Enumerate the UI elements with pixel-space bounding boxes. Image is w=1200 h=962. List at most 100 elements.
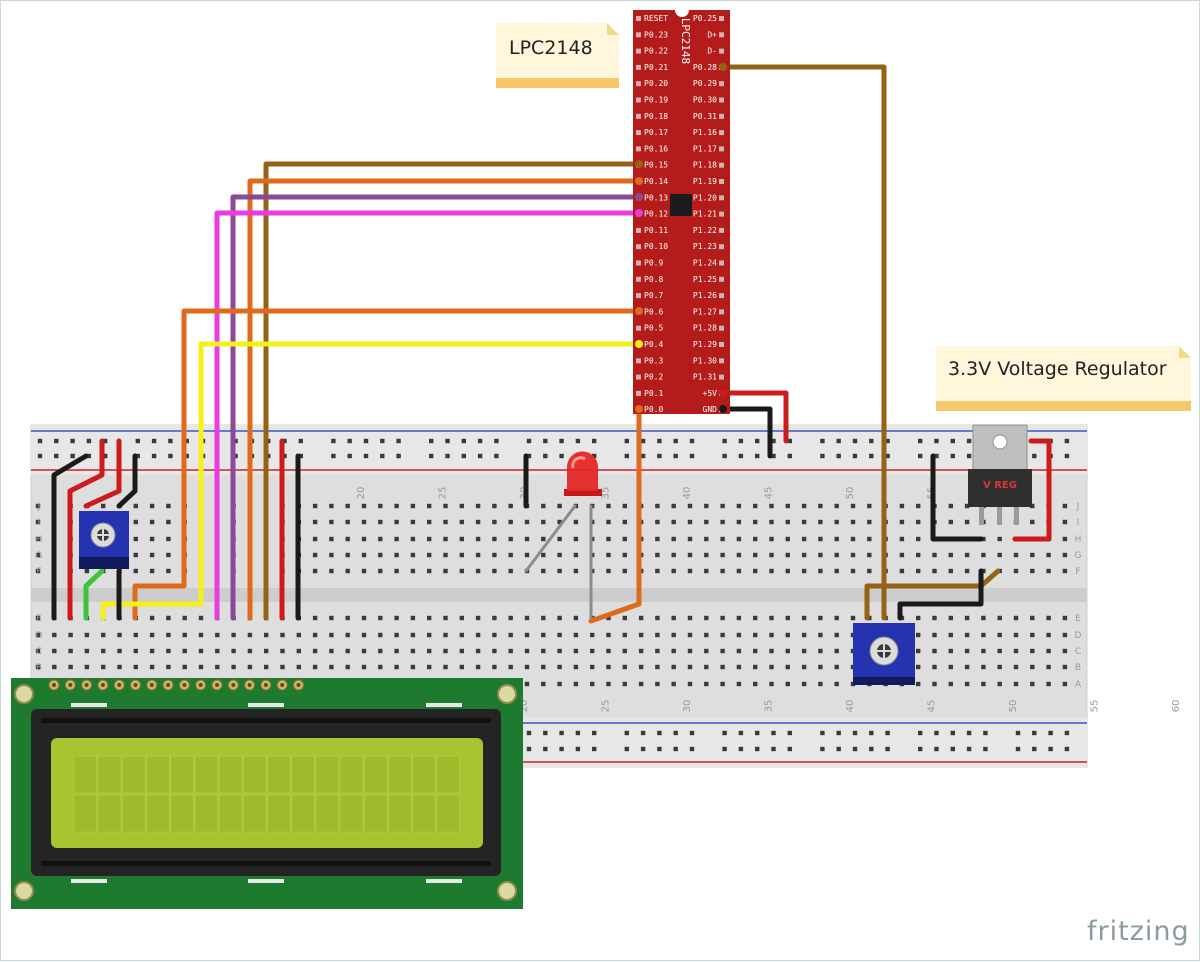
lpc-pin-pad	[719, 211, 724, 217]
bb-column-number-top: 50	[845, 487, 856, 500]
bb-hole	[361, 536, 367, 542]
bb-hole	[508, 568, 513, 574]
bb-hole	[687, 536, 693, 542]
bb-hole	[834, 503, 839, 509]
bb-hole	[475, 664, 481, 670]
bb-rail-hole	[771, 730, 776, 736]
lcd-clip-1	[71, 703, 107, 707]
bb-rail-hole	[918, 730, 923, 736]
bb-rail-hole	[380, 453, 385, 459]
bb-hole	[801, 536, 807, 542]
wire-p015-brown	[263, 161, 642, 621]
bb-hole	[916, 519, 921, 525]
lcd-char-cell	[315, 794, 340, 833]
bb-column-number-bottom: 50	[1008, 700, 1019, 713]
bb-hole	[932, 648, 937, 654]
bb-rail-hole	[331, 453, 336, 459]
bb-hole	[834, 536, 839, 542]
bb-hole	[1046, 552, 1051, 558]
bb-hole	[606, 568, 611, 574]
bb-hole	[166, 648, 171, 654]
lpc-pin-label-left: P0.1	[644, 389, 663, 398]
lpc-pin-label-right: P1.20	[693, 193, 717, 202]
bb-rail-hole	[950, 438, 955, 444]
lpc-pin-pad	[636, 358, 641, 364]
bb-rail-hole	[885, 438, 890, 444]
bb-hole	[361, 503, 367, 509]
bb-hole	[541, 632, 546, 638]
bb-hole	[753, 615, 758, 621]
bb-hole	[394, 536, 399, 542]
bb-hole	[475, 568, 481, 574]
bb-hole	[1062, 648, 1068, 654]
bb-hole	[459, 632, 464, 638]
bb-rail-hole	[559, 438, 564, 444]
bb-hole	[704, 568, 709, 574]
bb-hole	[557, 664, 562, 670]
wire-gnd-black	[720, 406, 773, 459]
bb-rail-hole	[543, 453, 548, 459]
bb-hole	[557, 519, 562, 525]
bb-hole	[378, 632, 383, 638]
bb-hole	[101, 664, 106, 670]
lcd-char-cell	[267, 755, 291, 794]
bb-rail-hole	[787, 730, 792, 736]
bb-hole	[345, 519, 350, 525]
endpoint-p013	[635, 193, 643, 201]
bb-hole	[427, 568, 432, 574]
bb-rail-hole	[233, 438, 238, 444]
bb-hole	[687, 615, 693, 621]
bb-hole	[801, 632, 807, 638]
bb-rail-hole	[151, 438, 157, 444]
bb-hole	[166, 568, 171, 574]
bb-hole	[916, 615, 921, 621]
bb-rail-hole	[836, 730, 841, 736]
bb-hole	[769, 681, 774, 687]
bb-rail-hole	[363, 453, 369, 459]
wires	[51, 64, 1052, 624]
bb-hole	[427, 664, 432, 670]
pot1-base	[79, 557, 129, 569]
bb-hole	[916, 552, 921, 558]
bb-hole	[997, 632, 1002, 638]
bb-rail-hole	[918, 438, 923, 444]
bb-hole	[736, 648, 742, 654]
lcd-character-cells	[73, 755, 461, 833]
lpc-pin-label-right: P1.21	[693, 210, 717, 219]
bb-hole	[166, 632, 171, 638]
bb-hole	[932, 664, 937, 670]
bb-rail-hole	[722, 746, 727, 752]
bb-rail-hole	[771, 438, 776, 444]
bb-rail-hole	[526, 438, 532, 444]
bb-rail-hole	[298, 438, 303, 444]
bb-rail-hole	[918, 746, 923, 752]
bb-hole	[736, 681, 742, 687]
bb-column-number-bottom: 55	[1090, 700, 1101, 713]
bb-hole	[606, 648, 611, 654]
bb-column-number-bottom: 35	[764, 700, 775, 713]
bb-hole	[280, 664, 285, 670]
bb-hole	[149, 568, 155, 574]
wire-p04-yellow	[100, 341, 642, 621]
bb-hole	[801, 681, 807, 687]
bb-row-letter: D	[1075, 631, 1082, 641]
bb-column-number-bottom: 25	[601, 700, 612, 713]
bb-hole	[557, 552, 562, 558]
bb-rail-hole	[673, 730, 678, 736]
bb-hole	[378, 568, 383, 574]
bb-hole	[655, 519, 660, 525]
lcd-char-cell	[73, 755, 98, 794]
bb-hole	[850, 552, 856, 558]
bb-hole	[361, 568, 367, 574]
bb-hole	[52, 664, 57, 670]
lcd-char-cell	[412, 794, 436, 833]
lcd-clip-4	[71, 879, 107, 883]
lcd-char-cell	[146, 794, 170, 833]
bb-hole	[280, 632, 285, 638]
bb-hole	[312, 568, 318, 574]
bb-row-letter: B	[1075, 663, 1081, 673]
lpc-pin-label-left: P0.23	[644, 30, 668, 39]
bb-hole	[1046, 664, 1051, 670]
bb-hole	[475, 552, 481, 558]
bb-rail-hole	[331, 438, 336, 444]
